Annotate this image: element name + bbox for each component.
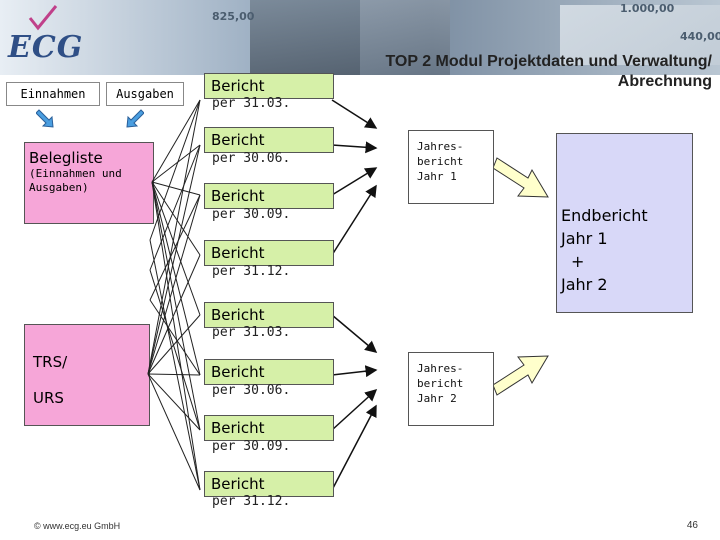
endbericht-line: Jahr 1 (561, 229, 608, 248)
urs-label: URS (33, 389, 64, 407)
page-number: 46 (686, 520, 698, 531)
belegliste-subtitle: (Einnahmen und Ausgaben) (25, 167, 153, 195)
banner-number: 440,00 (680, 30, 720, 43)
jahresbericht-2-box: Jahres- bericht Jahr 2 (408, 352, 494, 426)
bericht-label: Bericht (211, 306, 265, 324)
tab-einnahmen[interactable]: Einnahmen (6, 82, 100, 106)
endbericht-box: Endbericht Jahr 1 + Jahr 2 (556, 133, 693, 313)
bericht-box: Bericht (204, 127, 334, 153)
banner-photo (250, 0, 360, 75)
jb-line: Jahr 1 (417, 170, 457, 183)
bericht-label: Bericht (211, 131, 265, 149)
jb-line: bericht (417, 377, 464, 390)
bericht-date: per 30.06. (212, 151, 291, 166)
jb-line: Jahr 2 (417, 392, 457, 405)
jahresbericht-1-text: Jahres- bericht Jahr 1 (409, 131, 493, 184)
logo-checkmark-icon (28, 5, 58, 31)
bericht-date: per 31.03. (212, 96, 291, 111)
jb-line: bericht (417, 155, 464, 168)
trs-label: TRS/ (33, 353, 68, 371)
jahresbericht-2-text: Jahres- bericht Jahr 2 (409, 353, 493, 406)
belegliste-title: Belegliste (29, 149, 103, 167)
bericht-box: Bericht (204, 415, 334, 441)
bericht-box: Bericht (204, 73, 334, 99)
bericht-box: Bericht (204, 240, 334, 266)
bericht-date: per 31.03. (212, 325, 291, 340)
banner-number: 825,00 (212, 10, 255, 23)
bericht-box: Bericht (204, 359, 334, 385)
belegliste-box: Belegliste (Einnahmen und Ausgaben) (24, 142, 154, 224)
footer-copyright: © www.ecg.eu GmbH (34, 521, 121, 531)
arrow-down-left-icon (126, 109, 144, 128)
bericht-box: Bericht (204, 471, 334, 497)
company-logo: ECG (8, 30, 84, 65)
header-banner: 825,00 1.000,00 440,00 (0, 0, 720, 75)
bericht-date: per 31.12. (212, 264, 291, 279)
bericht-date: per 30.09. (212, 439, 291, 454)
subtitle-line: (Einnahmen und (29, 167, 122, 180)
jb-line: Jahres- (417, 140, 464, 153)
title-line: TOP 2 Modul Projektdaten und Verwaltung/ (385, 53, 712, 70)
bericht-label: Bericht (211, 187, 265, 205)
bericht-box: Bericht (204, 183, 334, 209)
bericht-label: Bericht (211, 77, 265, 95)
page-title: TOP 2 Modul Projektdaten und Verwaltung/… (332, 52, 712, 92)
title-line: Abrechnung (617, 73, 712, 90)
bericht-date: per 31.12. (212, 494, 291, 509)
bericht-label: Bericht (211, 363, 265, 381)
endbericht-line: Jahr 2 (561, 275, 608, 294)
subtitle-line: Ausgaben) (29, 181, 89, 194)
banner-number: 1.000,00 (620, 2, 675, 15)
bericht-date: per 30.06. (212, 383, 291, 398)
bericht-label: Bericht (211, 244, 265, 262)
banner-banknote (560, 5, 720, 65)
trs-urs-box: TRS/ URS (24, 324, 150, 426)
bericht-box: Bericht (204, 302, 334, 328)
banner-photo (360, 0, 450, 75)
bericht-date: per 30.09. (212, 207, 291, 222)
arrow-down-right-icon (36, 109, 54, 128)
tab-ausgaben[interactable]: Ausgaben (106, 82, 184, 106)
jb-line: Jahres- (417, 362, 464, 375)
bericht-label: Bericht (211, 475, 265, 493)
endbericht-line: Endbericht (561, 206, 648, 225)
jahresbericht-1-box: Jahres- bericht Jahr 1 (408, 130, 494, 204)
endbericht-line: + (571, 252, 585, 271)
bericht-label: Bericht (211, 419, 265, 437)
endbericht-text: Endbericht Jahr 1 + Jahr 2 (557, 204, 692, 296)
